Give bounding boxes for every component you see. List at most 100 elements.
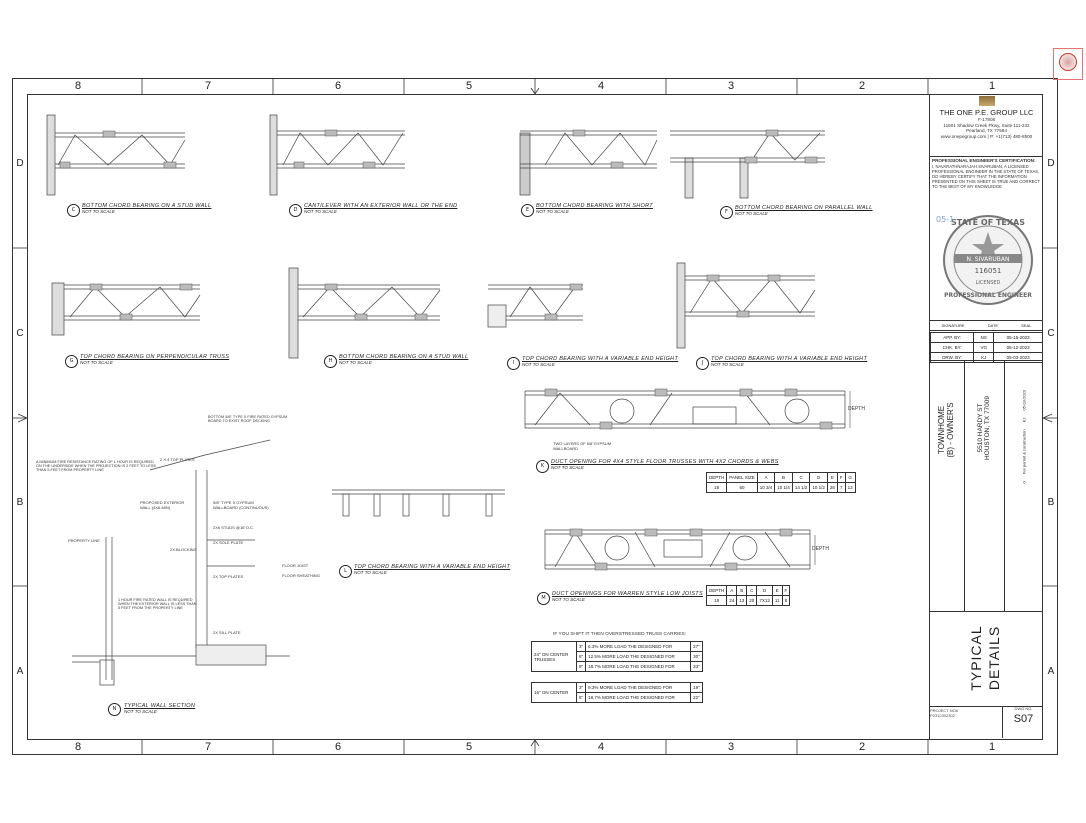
signature-header: SIGNATURE DATE SEAL bbox=[930, 320, 1043, 331]
table-header-cell: DEPTH bbox=[705, 585, 728, 596]
detail-caption-7: TOP CHORD BEARING WITH A VARIABLE END HE… bbox=[522, 356, 678, 367]
sole-plate-label: 2X SOLE PLATE bbox=[213, 540, 244, 545]
detail-scale: NOT TO SCALE bbox=[124, 709, 157, 714]
seal-profession: PROFESSIONAL ENGINEER bbox=[944, 292, 1032, 299]
seal-col: SEAL bbox=[1021, 323, 1032, 328]
table-cell: 60 bbox=[726, 482, 758, 493]
table-cell: 8 bbox=[781, 595, 791, 606]
grid-number-bottom: 3 bbox=[727, 741, 735, 753]
group-label: 24" ON CENTER TRUSSES bbox=[531, 641, 577, 672]
approval-date: 05-15-2023 bbox=[993, 332, 1043, 343]
load-text: 18.7% MORE LOAD THE DESIGNED FOR bbox=[585, 692, 692, 703]
detail-tag-10: L bbox=[339, 565, 352, 578]
firm-number: F-17808 bbox=[977, 117, 996, 122]
sheet-title-cell: TYPICAL DETAILS bbox=[930, 610, 1043, 707]
address-line1: 5510 HARDY ST bbox=[977, 403, 984, 453]
table-cell: 18 bbox=[705, 482, 728, 493]
grid-number-top: 2 bbox=[858, 80, 866, 92]
grid-number-top: 7 bbox=[204, 80, 212, 92]
stud-note: 2X6 STUDS @16"O.C. bbox=[213, 525, 255, 530]
grid-number-bottom: 8 bbox=[74, 741, 82, 753]
table-cell: 13 bbox=[736, 595, 748, 606]
detail-tag-9: K bbox=[536, 460, 549, 473]
dwg-no: S07 bbox=[1013, 713, 1034, 725]
grid-number-top: 5 bbox=[465, 80, 473, 92]
table-cell: 7X12 bbox=[756, 595, 773, 606]
firm-header: THE ONE P.E. GROUP LLC F-17808 11601 Sha… bbox=[930, 94, 1043, 157]
detail-caption-9: DUCT OPENING FOR 4X4 STYLE FLOOR TRUSSES… bbox=[551, 459, 779, 470]
table-cell: 24 bbox=[726, 595, 738, 606]
project-no-cell: PROJECT NO# P2312302302 bbox=[930, 708, 1002, 718]
one-hour-note: 1 HOUR FIRE RATED WALL IS REQUIRED WHEN … bbox=[118, 598, 197, 610]
project-title-cell: TOWNHOME (B) - OWNER'S bbox=[930, 361, 965, 611]
sig-col: SIGNATURE bbox=[941, 323, 965, 328]
table-cell: 18 bbox=[705, 595, 728, 606]
grid-letter-right: B bbox=[1047, 497, 1055, 508]
project-address-cell: 5510 HARDY ST HOUSTON, TX 77009 bbox=[964, 361, 1005, 611]
detail-tag-3: E bbox=[521, 204, 534, 217]
detail-title: DUCT OPENINGS FOR WARREN STYLE LOW JOIST… bbox=[552, 591, 703, 597]
detail-caption-10: TOP CHORD BEARING WITH A VARIABLE END HE… bbox=[354, 564, 510, 575]
detail-title: TOP CHORD BEARING WITH A VARIABLE END HE… bbox=[711, 356, 868, 362]
approval-initials: NS bbox=[973, 332, 995, 343]
group-label: 16" ON CENTER bbox=[531, 682, 577, 703]
two-layers-note: TWO LAYERS OF 5/8"GYPSUM WALLBOARD bbox=[553, 441, 612, 451]
grid-letter-left: B bbox=[16, 497, 24, 508]
grid-number-bottom: 1 bbox=[988, 741, 996, 753]
detail-tag-4: F bbox=[720, 206, 733, 219]
table-header-cell: F bbox=[836, 472, 846, 483]
grid-number-bottom: 5 bbox=[465, 741, 473, 753]
approval-initials: KJ bbox=[973, 352, 995, 363]
firm-logo bbox=[978, 96, 995, 106]
overstress-table-16: 16" ON CENTER 3"9.3% MORE LOAD THE DESIG… bbox=[531, 682, 703, 703]
table-header-cell: E bbox=[771, 585, 783, 596]
approval-date: 05-03-2023 bbox=[993, 352, 1043, 363]
project-title-line1: TOWNHOME bbox=[937, 405, 946, 455]
shift: 3" bbox=[575, 682, 587, 693]
fire-rating-note: A MINIMUM FIRE RESISTANCE RATING OF 1 HO… bbox=[36, 460, 156, 472]
detail-title: TYPICAL WALL SECTION bbox=[124, 703, 196, 709]
sill-plate-label: 2X SILL PLATE bbox=[213, 630, 241, 635]
overstress-heading: IF YOU SHIFT IT THEN OVERSTRESSED TRUSS … bbox=[553, 632, 687, 637]
approval-key: APP. BY: bbox=[929, 332, 975, 343]
detail-title: CANTILEVER WITH AN EXTERIOR WALL OR THE … bbox=[304, 203, 458, 209]
grid-letter-left: A bbox=[16, 666, 24, 677]
revision-cell: 0 For permit & construction KJ 05-03-202… bbox=[1004, 361, 1043, 611]
table-cell: 13 bbox=[844, 482, 856, 493]
load-text: 12.5% MORE LOAD THE DESIGNED FOR bbox=[585, 651, 692, 662]
project-no-label: PROJECT NO# bbox=[930, 708, 958, 713]
shift: 9" bbox=[575, 661, 587, 672]
load-text: 9.3% MORE LOAD THE DESIGNED FOR bbox=[585, 682, 692, 693]
proposed-wall-note: PROPOSED EXTERIOR WALL (4X6-MIN) bbox=[140, 500, 185, 510]
detail-title: BOTTOM CHORD BEARING WITH SHORT bbox=[536, 203, 653, 209]
detail-scale: NOT TO SCALE bbox=[80, 360, 113, 365]
table-cell: 10 1/4 bbox=[774, 482, 793, 493]
approval-key: CHK. BY: bbox=[929, 342, 975, 353]
detail-tag-5: G bbox=[65, 355, 78, 368]
detail-tag-8: J bbox=[696, 357, 709, 370]
project-address: 5510 HARDY ST HOUSTON, TX 77009 bbox=[977, 368, 991, 488]
firm-address-2: Pearland, TX 77584 bbox=[966, 128, 1007, 134]
load-text: 18.7% MORE LOAD THE DESIGNED FOR bbox=[585, 661, 692, 672]
title-block: THE ONE P.E. GROUP LLC F-17808 11601 Sha… bbox=[929, 94, 1043, 740]
approval-date: 05-12-2023 bbox=[993, 342, 1043, 353]
detail-scale: NOT TO SCALE bbox=[522, 362, 555, 367]
sheet-title-line1: TYPICAL bbox=[968, 625, 984, 691]
grid-number-bottom: 7 bbox=[204, 741, 212, 753]
grid-letter-right: C bbox=[1047, 328, 1055, 339]
firm-web: www.onepegroup.com | P: +1(713) 480-8500 bbox=[940, 133, 1033, 139]
sheet-title: TYPICAL DETAILS bbox=[967, 593, 1003, 723]
grid-number-top: 1 bbox=[988, 80, 996, 92]
top-plates-label: 2 X 4 TOP PLATES bbox=[160, 457, 195, 462]
span: 22" bbox=[690, 692, 703, 703]
cert-text: I, NAVARATHNARAJAH SIVARUBAN, A LICENSED… bbox=[932, 163, 1040, 189]
detail-scale: NOT TO SCALE bbox=[304, 209, 337, 214]
top-plates-label-2: 2X TOP PLATES bbox=[213, 574, 244, 579]
table-cell: 26 bbox=[826, 482, 838, 493]
detail-scale: NOT TO SCALE bbox=[82, 209, 115, 214]
shift: 3" bbox=[575, 641, 587, 652]
detail-scale: NOT TO SCALE bbox=[711, 362, 744, 367]
grid-number-bottom: 4 bbox=[597, 741, 605, 753]
